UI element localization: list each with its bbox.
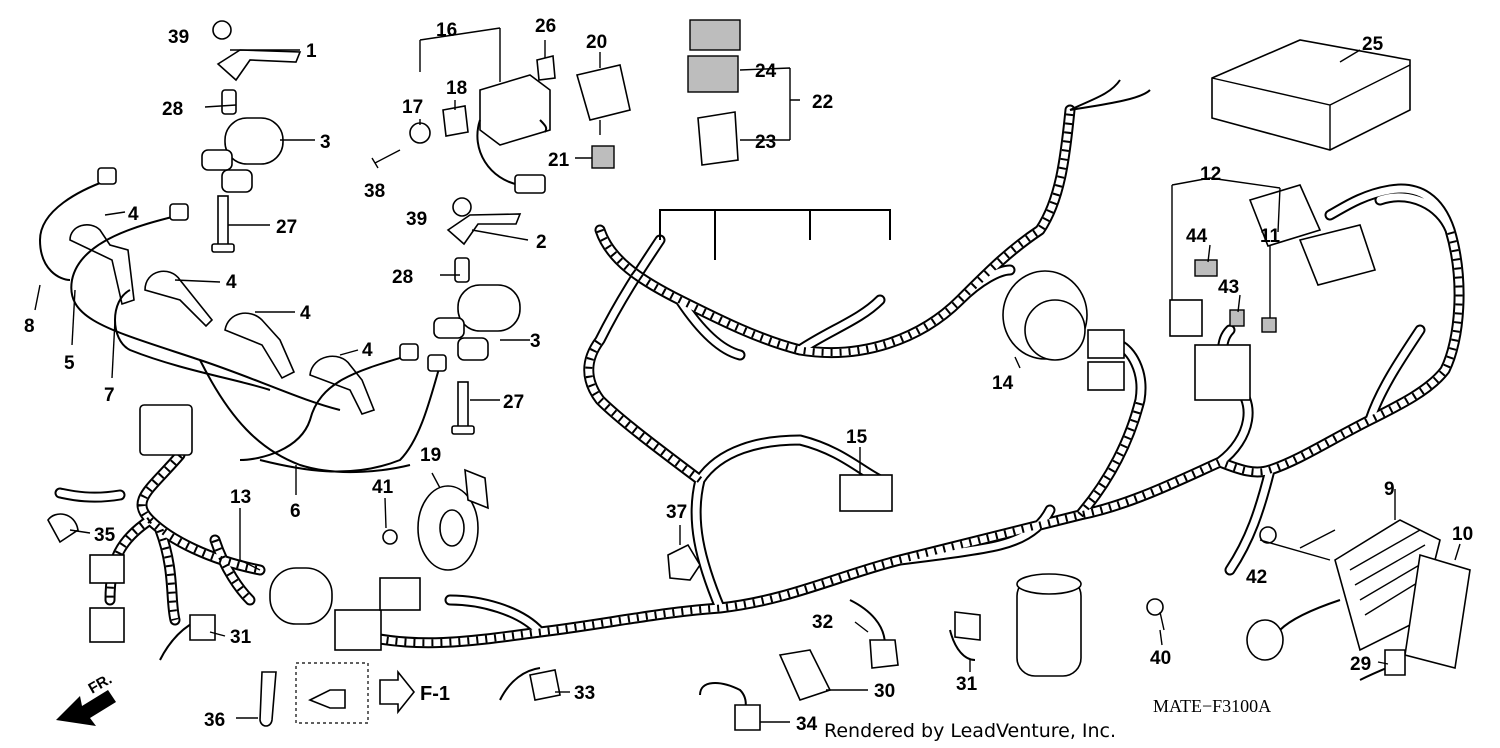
callout-10: 10	[1452, 524, 1473, 545]
callout-36: 36	[204, 710, 225, 731]
callout-12: 12	[1200, 164, 1221, 185]
callout-4-b: 4	[226, 272, 237, 293]
callout-26: 26	[535, 16, 556, 37]
callout-4-c: 4	[300, 303, 311, 324]
callout-32: 32	[812, 612, 833, 633]
callout-19: 19	[420, 445, 441, 466]
callout-25: 25	[1362, 34, 1384, 55]
callout-numbers: 39 1 28 3 27 4 4 4 4 8 5 7 6 16 26 20 17…	[24, 16, 1473, 735]
callout-31-left: 31	[230, 627, 252, 648]
ignition-coils	[38, 20, 522, 474]
callout-43: 43	[1218, 277, 1239, 298]
callout-3-lower: 3	[530, 331, 541, 352]
credit-text: Rendered by LeadVenture, Inc.	[824, 720, 1116, 742]
f1-reference: F-1	[295, 662, 450, 724]
misc-parts	[47, 19, 1471, 731]
callout-27-lower: 27	[503, 392, 524, 413]
callout-18: 18	[446, 78, 467, 99]
callout-20: 20	[586, 32, 607, 53]
callout-21: 21	[548, 150, 570, 171]
callout-5: 5	[64, 353, 75, 374]
callout-6: 6	[290, 501, 301, 522]
callout-11: 11	[1260, 226, 1281, 247]
diagram-code: MATE−F3100A	[1153, 696, 1271, 716]
callout-2: 2	[536, 232, 547, 253]
callout-15: 15	[846, 427, 868, 448]
callout-4-d: 4	[362, 340, 373, 361]
callout-17: 17	[402, 97, 423, 118]
callout-16: 16	[436, 20, 457, 41]
callout-13: 13	[230, 487, 251, 508]
callout-39-upper: 39	[168, 27, 189, 48]
callout-14: 14	[992, 373, 1014, 394]
leader-lines	[34, 27, 1461, 723]
callout-8: 8	[24, 316, 35, 337]
callout-40: 40	[1150, 648, 1171, 669]
arrow-icon	[56, 690, 116, 726]
callout-37: 37	[666, 502, 687, 523]
callout-3-upper: 3	[320, 132, 331, 153]
main-wire-harness	[54, 79, 1465, 649]
callout-29: 29	[1350, 654, 1371, 675]
callout-42: 42	[1246, 567, 1267, 588]
callout-22: 22	[812, 92, 833, 113]
callout-39-lower: 39	[406, 209, 427, 230]
callout-9: 9	[1384, 479, 1395, 500]
callout-35: 35	[94, 525, 116, 546]
callout-33: 33	[574, 683, 595, 704]
callout-24: 24	[755, 61, 777, 82]
direction-label: FR.	[86, 671, 115, 698]
callout-4-a: 4	[128, 204, 139, 225]
callout-27-upper: 27	[276, 217, 297, 238]
callout-44: 44	[1186, 226, 1208, 247]
callout-7: 7	[104, 385, 115, 406]
callout-30: 30	[874, 681, 895, 702]
callout-38: 38	[364, 181, 385, 202]
callout-28-upper: 28	[162, 99, 183, 120]
callout-31-right: 31	[956, 674, 978, 695]
callout-28-lower: 28	[392, 267, 413, 288]
front-direction-arrow: FR.	[56, 671, 116, 726]
callout-1: 1	[306, 41, 317, 62]
callout-23: 23	[755, 132, 776, 153]
reference-label: F-1	[420, 683, 450, 705]
callout-41: 41	[372, 477, 394, 498]
callout-34: 34	[796, 714, 818, 735]
